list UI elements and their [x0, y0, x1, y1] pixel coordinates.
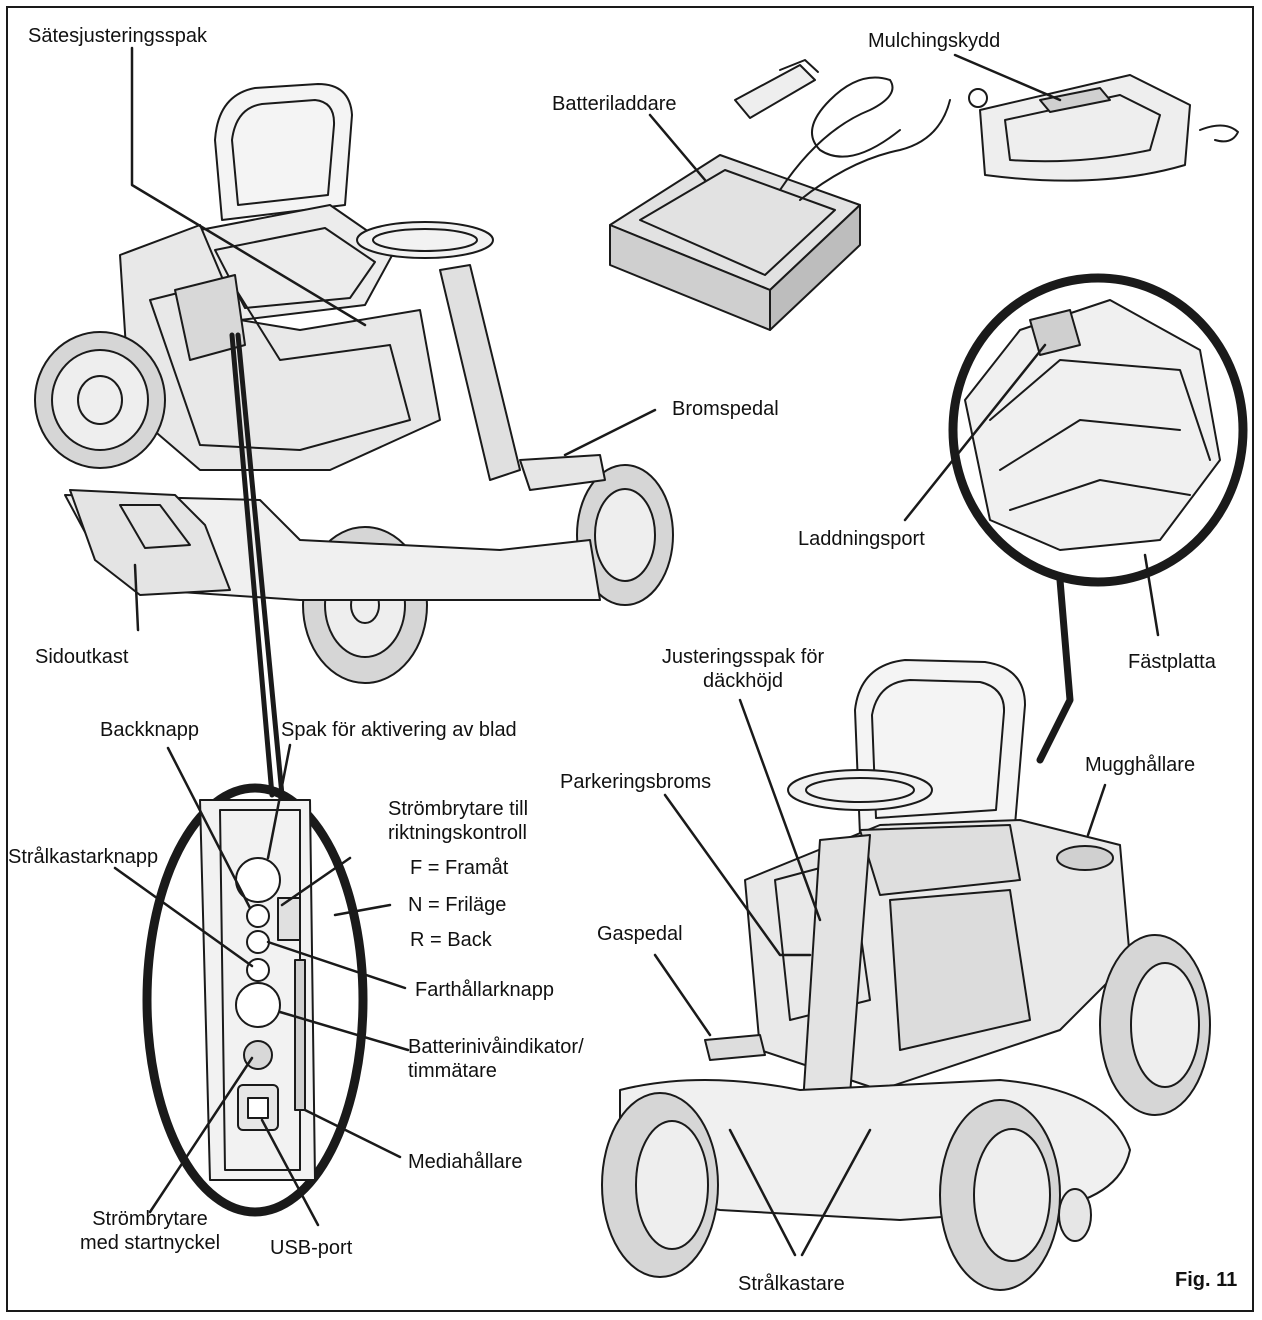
label-key-switch-line2: med startnyckel — [79, 1232, 221, 1254]
label-reverse: R = Back — [410, 929, 492, 951]
label-throttle-pedal: Gaspedal — [597, 923, 683, 945]
control-panel-zoom — [142, 332, 368, 1217]
label-deck-height-lever: Justeringsspak för däckhöjd — [638, 645, 848, 693]
label-direction-switch-line2: riktningskontroll — [388, 822, 527, 844]
label-key-switch-line1: Strömbrytare — [92, 1208, 208, 1230]
label-charging-port: Laddningsport — [798, 528, 925, 550]
label-brake-pedal: Bromspedal — [672, 398, 779, 420]
label-key-switch: Strömbrytare med startnyckel — [55, 1207, 245, 1255]
label-cup-holder: Mugghållare — [1085, 754, 1196, 776]
label-blade-engage-lever: Spak för aktivering av blad — [281, 719, 517, 741]
label-mulching-guard: Mulchingskydd — [868, 30, 1001, 52]
label-media-holder: Mediahållare — [408, 1151, 523, 1173]
label-headlights: Strålkastare — [738, 1273, 845, 1295]
label-cruise-button: Farthållarknapp — [415, 979, 554, 1001]
figure-frame — [6, 6, 1254, 1312]
label-neutral: N = Friläge — [408, 894, 507, 916]
label-deck-height-lever-line1: Justeringsspak för — [661, 646, 825, 668]
mulching-guard-illustration — [968, 74, 1239, 182]
mower-top-left — [34, 83, 674, 684]
label-forward: F = Framåt — [410, 857, 509, 879]
label-battery-indicator-line1: Batterinivåindikator/ — [408, 1036, 584, 1058]
label-headlight-button: Strålkastarknapp — [8, 846, 159, 868]
label-direction-switch-line1: Strömbrytare till — [388, 798, 529, 820]
figure-number: Fig. 11 — [1175, 1269, 1238, 1291]
label-seat-adjust-lever: Sätesjusteringsspak — [28, 25, 207, 47]
label-deck-height-lever-line2: däckhöjd — [702, 670, 784, 692]
label-reverse-button: Backknapp — [100, 719, 199, 741]
label-battery-indicator-line2: timmätare — [408, 1060, 497, 1082]
label-battery-indicator: Batterinivåindikator/ timmätare — [408, 1035, 584, 1083]
charging-port-zoom — [948, 273, 1248, 764]
battery-charger-illustration — [609, 59, 951, 331]
leader-lines — [113, 46, 1160, 1257]
label-battery-charger: Batteriladdare — [552, 93, 677, 115]
label-mounting-plate: Fästplatta — [1128, 651, 1216, 673]
mower-front-view — [601, 659, 1211, 1291]
label-direction-switch: Strömbrytare till riktningskontroll — [388, 797, 528, 845]
label-parking-brake: Parkeringsbroms — [560, 771, 712, 793]
label-usb-port: USB-port — [270, 1237, 353, 1259]
label-side-discharge: Sidoutkast — [35, 646, 129, 668]
